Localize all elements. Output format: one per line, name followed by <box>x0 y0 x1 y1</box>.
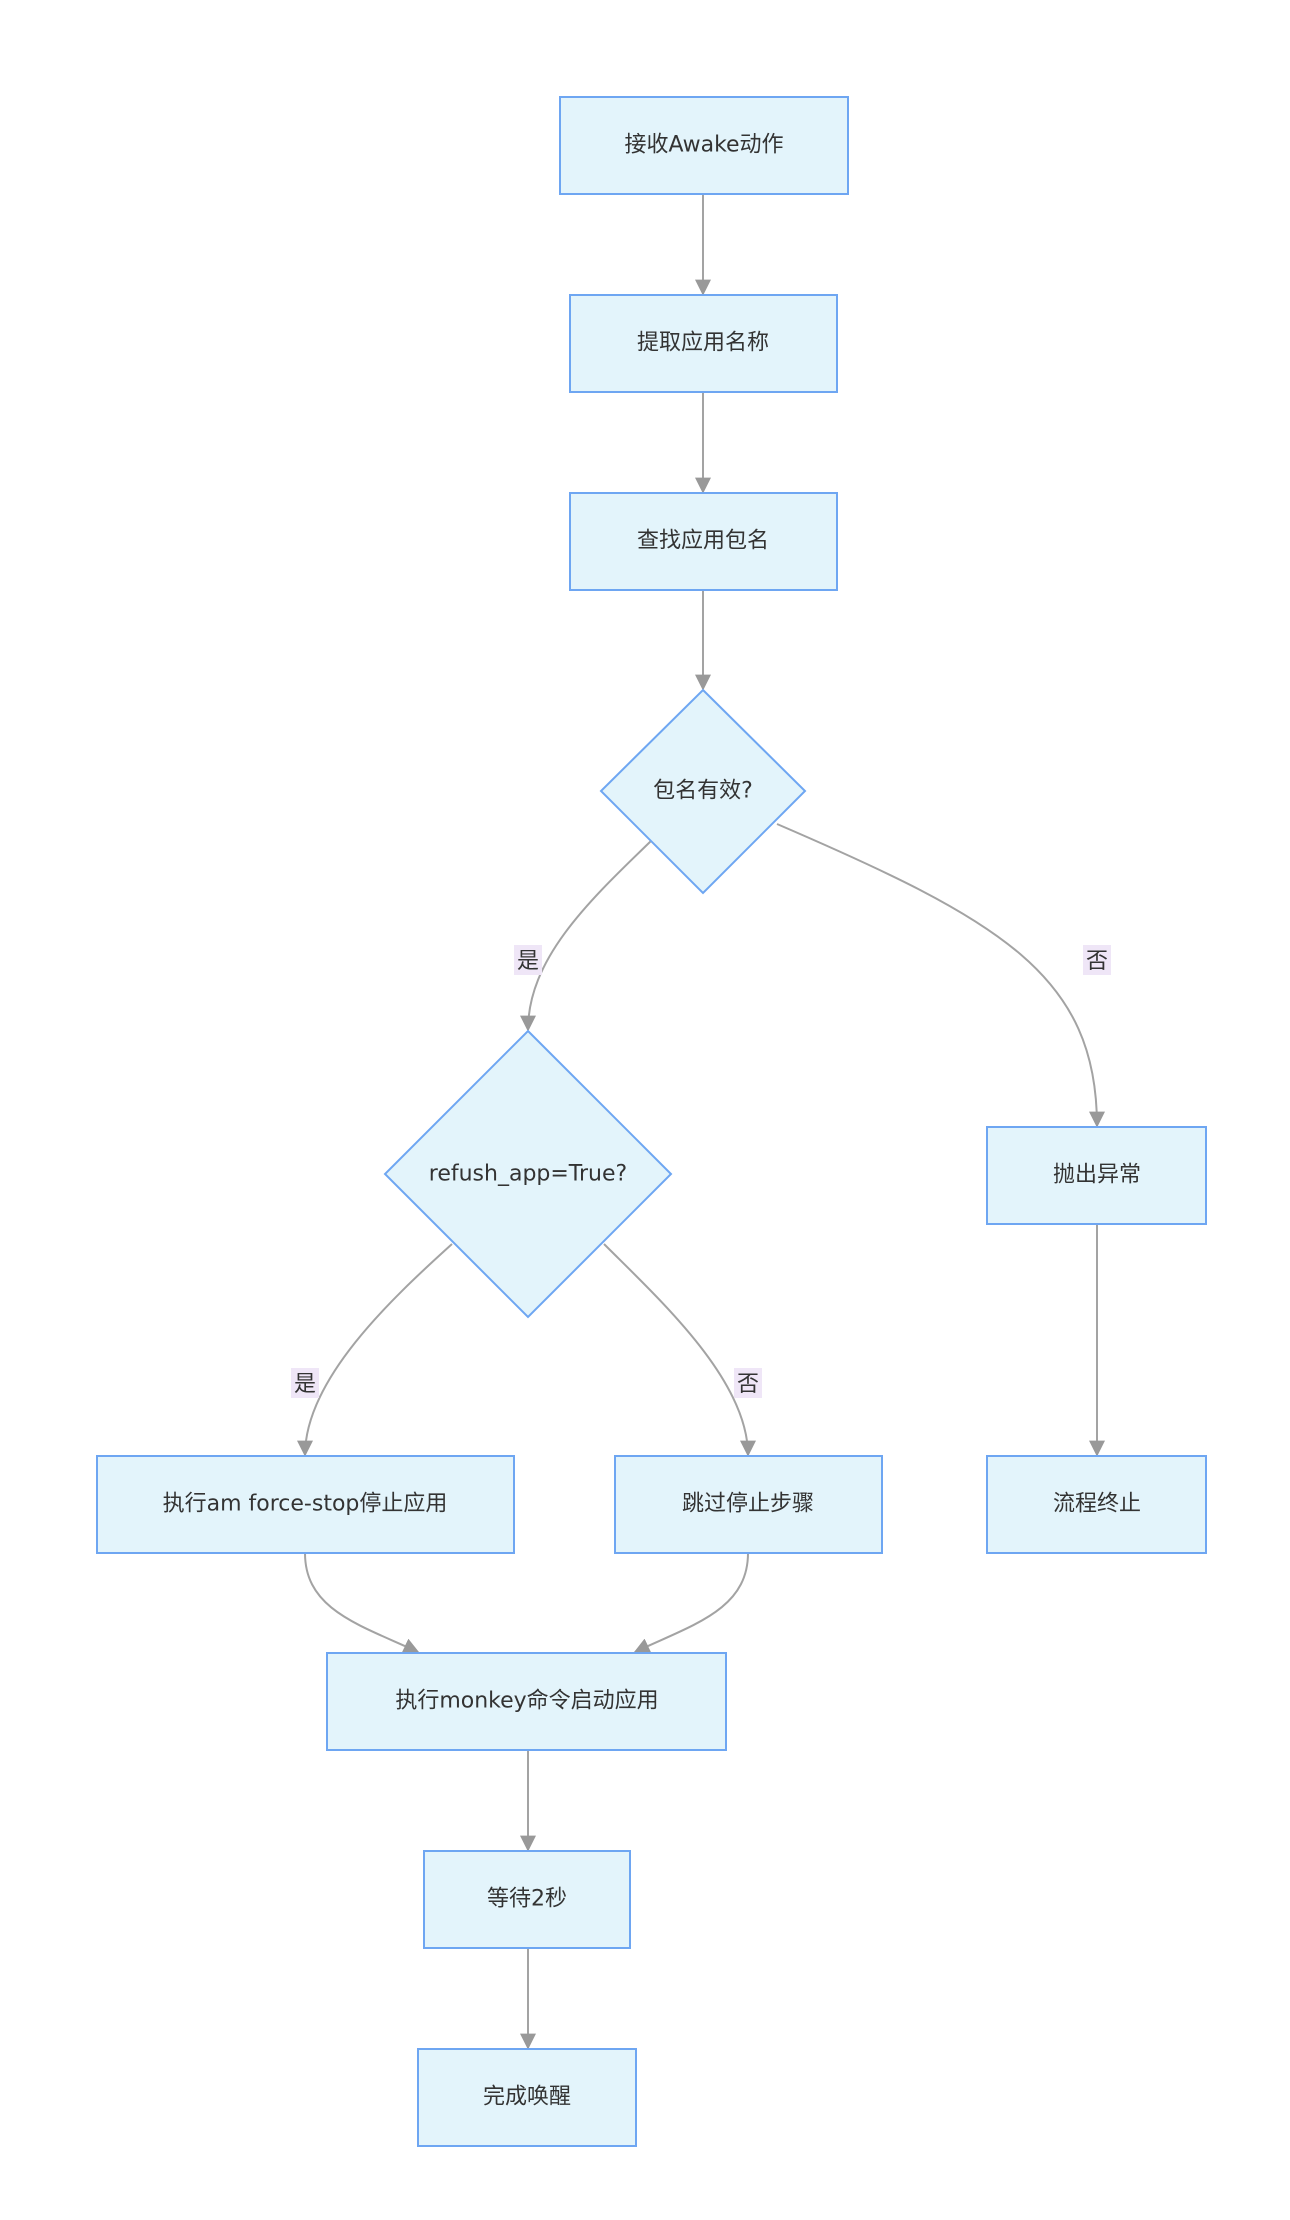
node-package-valid: 包名有效? <box>599 688 807 895</box>
node-monkey-start: 执行monkey命令启动应用 <box>326 1652 727 1751</box>
edge-label-valid-yes: 是 <box>514 945 542 975</box>
node-process-end: 流程终止 <box>986 1455 1207 1554</box>
node-wait-label: 等待2秒 <box>487 1887 567 1912</box>
edge-valid-no <box>776 823 1105 1128</box>
node-monkey-start-label: 执行monkey命令启动应用 <box>395 1689 658 1714</box>
node-refush-app: refush_app=True? <box>383 1029 673 1319</box>
node-complete-label: 完成唤醒 <box>483 2085 571 2110</box>
node-extract-app-name-label: 提取应用名称 <box>637 331 769 356</box>
node-package-valid-label: 包名有效? <box>653 779 753 804</box>
node-wait: 等待2秒 <box>423 1850 631 1949</box>
node-complete: 完成唤醒 <box>417 2048 637 2147</box>
edge-valid-yes <box>520 839 653 1032</box>
node-refush-app-label: refush_app=True? <box>429 1162 627 1187</box>
node-find-package-label: 查找应用包名 <box>637 529 769 554</box>
edge-label-valid-yes-text: 是 <box>517 949 539 974</box>
edge-label-refush-no: 否 <box>734 1368 762 1398</box>
node-extract-app-name: 提取应用名称 <box>569 294 838 393</box>
edge-label-refush-yes: 是 <box>291 1368 319 1398</box>
node-receive-awake: 接收Awake动作 <box>559 96 849 195</box>
node-find-package: 查找应用包名 <box>569 492 838 591</box>
edge-skip-to-monkey <box>633 1552 749 1654</box>
edge-label-valid-no-text: 否 <box>1086 949 1108 974</box>
node-throw-exception: 抛出异常 <box>986 1126 1207 1225</box>
node-force-stop: 执行am force-stop停止应用 <box>96 1455 515 1554</box>
edge-refush-no <box>603 1243 756 1457</box>
edge-label-valid-no: 否 <box>1083 945 1111 975</box>
edge-label-refush-yes-text: 是 <box>294 1372 316 1397</box>
node-receive-awake-label: 接收Awake动作 <box>624 133 783 158</box>
edge-forcestop-to-monkey <box>304 1552 420 1654</box>
node-skip-stop-label: 跳过停止步骤 <box>682 1492 814 1517</box>
edge-refush-yes <box>297 1243 453 1457</box>
node-force-stop-label: 执行am force-stop停止应用 <box>163 1492 448 1517</box>
edge-label-refush-no-text: 否 <box>737 1372 759 1397</box>
node-process-end-label: 流程终止 <box>1053 1492 1141 1517</box>
node-throw-exception-label: 抛出异常 <box>1053 1163 1141 1188</box>
edges <box>297 194 1105 2050</box>
node-skip-stop: 跳过停止步骤 <box>614 1455 883 1554</box>
